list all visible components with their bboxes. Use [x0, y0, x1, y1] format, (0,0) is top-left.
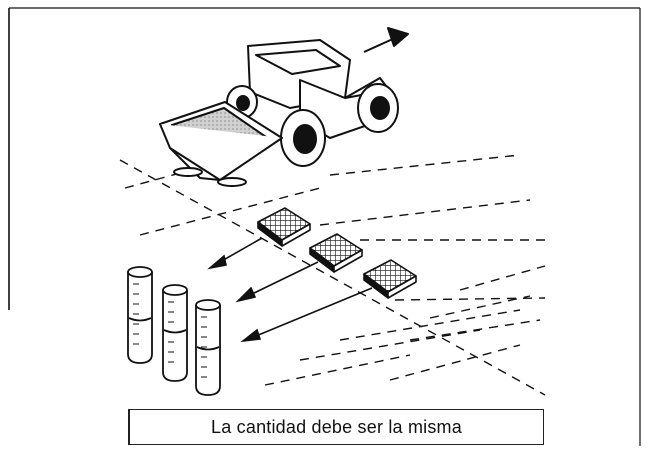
graduated-cylinder-icon — [195, 299, 221, 396]
collection-tray-icon — [363, 259, 417, 299]
frame — [8, 7, 641, 446]
arrow-icon — [235, 261, 319, 303]
collection-tray-icon — [257, 207, 311, 247]
caption-box: La cantidad debe ser la misma — [128, 409, 544, 445]
arrow-icon — [207, 237, 263, 270]
tractor-spreader-icon — [159, 27, 409, 187]
collection-tray-icon — [309, 233, 363, 273]
arrow-icon — [240, 287, 373, 343]
graduated-cylinder-icon — [162, 284, 188, 382]
graduated-cylinder-icon — [127, 266, 153, 364]
caption-text: La cantidad debe ser la misma — [211, 416, 462, 437]
